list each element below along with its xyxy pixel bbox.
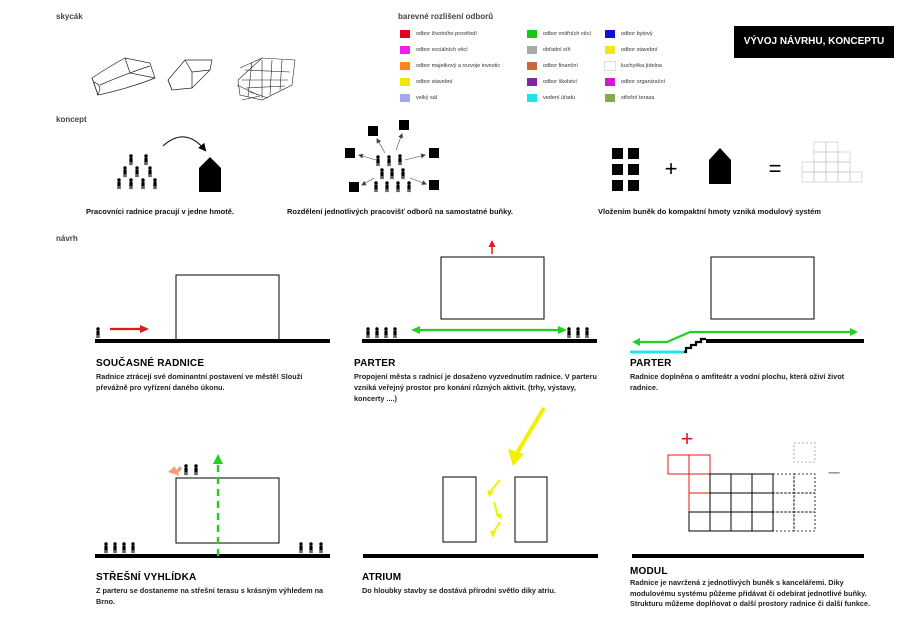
panel4-text: Z parteru se dostaneme na střešní terasu… <box>96 586 324 606</box>
legend-label: obřadní síň <box>543 47 571 53</box>
sketch-2 <box>167 59 213 91</box>
panel3-green-arrow <box>640 330 850 344</box>
legend-label: odbor organizační <box>621 79 666 85</box>
concept-module-squares <box>612 148 639 191</box>
panel2-text: Propojení města s radnicí je dosaženo vy… <box>354 372 597 403</box>
concept-house-1 <box>199 157 221 192</box>
concept-caption-1: Pracovníci radnice pracují v jedne hmotě… <box>86 207 234 216</box>
panel5-text: Do hloubky stavby se dostává přírodní sv… <box>362 586 556 595</box>
legend-label: velký sál <box>416 95 438 101</box>
legend-swatch <box>527 78 537 86</box>
panel5-block-right <box>514 476 548 543</box>
panel3-building <box>710 256 815 320</box>
legend-swatch <box>400 94 410 102</box>
section-label-sketch: skycák <box>56 12 83 21</box>
legend-swatch <box>605 46 615 54</box>
panel1-heading: SOUČASNÉ RADNICE <box>96 358 205 369</box>
panel3-heading: PARTER <box>630 358 672 369</box>
legend-swatch <box>527 46 537 54</box>
panel1-building <box>175 274 280 341</box>
concept-house-2 <box>709 148 731 184</box>
concept-grid <box>801 141 863 183</box>
legend-label: odbor vnitřních věcí <box>543 31 591 37</box>
legend-swatch <box>605 78 615 86</box>
panel1-text: Radnice ztrácejí své dominantní postaven… <box>96 372 303 392</box>
panel2-building <box>440 256 545 320</box>
panel3-amphitheatre <box>684 337 706 354</box>
legend-title: barevné rozlišení odborů <box>398 12 494 21</box>
panel6-heading: MODUL <box>630 566 668 577</box>
section-label-concept: koncept <box>56 115 87 124</box>
concept-equals: = <box>769 156 782 181</box>
panel5-block-left <box>442 476 477 543</box>
sketch-1 <box>91 57 156 96</box>
panel5-heading: ATRIUM <box>362 572 402 583</box>
legend-swatch <box>527 62 537 70</box>
legend-swatch <box>400 30 410 38</box>
legend-label: střešní terasa <box>621 95 655 101</box>
section-label-design: návrh <box>56 234 78 243</box>
legend-label: kuchyňka jídelna <box>621 63 662 69</box>
concept-caption-3: Vložením buněk do kompaktní hmoty vzniká… <box>598 207 821 216</box>
legend-swatch <box>527 94 537 102</box>
legend-swatch <box>605 94 615 102</box>
sketch-3 <box>236 57 296 101</box>
panel1-person <box>96 327 100 339</box>
page-title: VÝVOJ NÁVRHU, KONCEPTU <box>734 26 894 58</box>
legend-label: odbor sociálních věcí <box>416 47 468 53</box>
panel4-building <box>175 477 280 544</box>
concept-cells <box>345 120 439 192</box>
panel5-light-rays <box>489 479 501 534</box>
legend-label: odbor bytový <box>621 31 653 37</box>
legend-label: odbor finanční <box>543 63 578 69</box>
legend-label: odbor majetkový a rozvoje investic <box>416 63 501 69</box>
panel4-orange-arrow <box>168 466 182 476</box>
panel6-text: Radnice je navržená z jednotlivých buněk… <box>630 578 871 608</box>
modul-plus: + <box>681 426 694 451</box>
legend-swatch <box>605 30 615 38</box>
concept-arrow <box>162 136 207 152</box>
legend-label: vedení úřadu <box>543 95 576 101</box>
concept-people-group <box>117 154 157 190</box>
panel2-heading: PARTER <box>354 358 396 369</box>
legend-swatch <box>400 78 410 86</box>
concept-caption-2: Rozdělení jednotlivých pracovišť odborů … <box>287 207 513 216</box>
modul-grid <box>667 442 816 532</box>
legend-label: odbor stavební <box>621 47 658 53</box>
legend-label: odbor životního prostředí <box>416 31 477 37</box>
concept-plus: + <box>665 156 678 181</box>
panel4-heading: STŘEŠNÍ VYHLÍDKA <box>96 572 197 583</box>
legend-swatch <box>527 30 537 38</box>
legend-swatch <box>400 46 410 54</box>
concept-cell-arrows <box>358 133 427 186</box>
modul-minus: – <box>828 461 840 483</box>
legend-swatch <box>400 62 410 70</box>
panel5-sun-arrow <box>515 406 546 455</box>
legend-label: odbor školství <box>543 79 577 85</box>
legend-swatch <box>604 61 616 71</box>
legend-label: odbor stavební <box>416 79 453 85</box>
panel3-text: Radnice doplněna o amfiteátr a vodní plo… <box>630 372 845 392</box>
